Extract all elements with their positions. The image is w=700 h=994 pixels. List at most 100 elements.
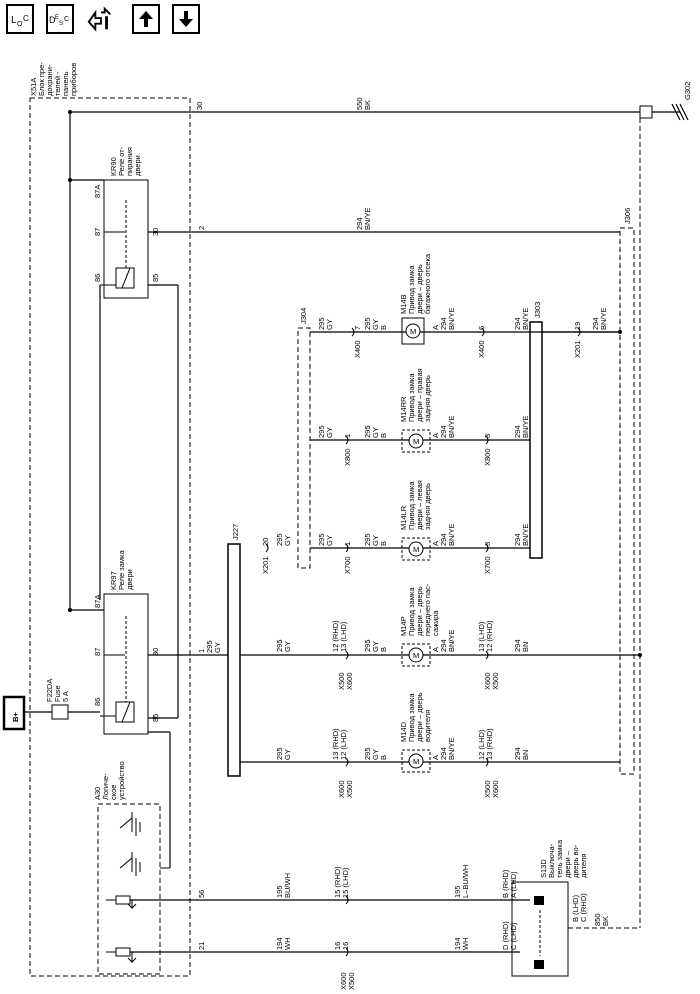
svg-text:X201: X201 (573, 340, 582, 358)
svg-text:E: E (55, 15, 59, 21)
kr97-label: KR97 Реле замка двери (109, 550, 134, 590)
svg-text:294: 294 (439, 533, 448, 546)
svg-text:A (LHD): A (LHD) (509, 871, 518, 898)
svg-text:двери – дверь: двери – дверь (415, 264, 424, 314)
relay-kr90 (103, 179, 149, 299)
svg-text:B (LHD): B (LHD) (571, 894, 580, 922)
svg-text:86: 86 (93, 274, 102, 282)
svg-text:Реле замка: Реле замка (117, 550, 126, 590)
svg-text:X500: X500 (337, 672, 346, 690)
svg-text:B (RHD): B (RHD) (501, 869, 510, 898)
m14rr-label: M14RR Привод замка двери – правая задняя… (399, 368, 432, 422)
arrow-down-icon (179, 11, 193, 27)
svg-text:87: 87 (93, 228, 102, 236)
svg-text:86: 86 (93, 698, 102, 706)
svg-text:195: 195 (275, 885, 284, 898)
svg-text:Блок пре-: Блок пре- (37, 62, 46, 96)
svg-text:295: 295 (363, 639, 372, 652)
svg-text:550: 550 (355, 97, 364, 110)
svg-text:S13D: S13D (539, 859, 548, 878)
svg-text:A: A (431, 755, 440, 760)
svg-text:багажного отсека: багажного отсека (423, 253, 432, 314)
svg-text:13 (LHD): 13 (LHD) (477, 621, 486, 652)
svg-text:панель: панель (61, 71, 70, 96)
svg-text:WH: WH (461, 938, 470, 951)
svg-text:BN/YE: BN/YE (521, 523, 530, 546)
up-button[interactable] (132, 4, 160, 34)
arrow-up-icon (139, 11, 153, 27)
svg-text:пирания: пирания (125, 147, 134, 176)
svg-text:294: 294 (513, 533, 522, 546)
svg-text:S: S (59, 21, 63, 27)
svg-text:X51A: X51A (29, 78, 38, 96)
battery-box (2, 695, 26, 731)
svg-text:BK: BK (601, 916, 610, 926)
svg-text:BK: BK (363, 100, 372, 110)
svg-text:19: 19 (573, 322, 582, 330)
svg-text:BN/YE: BN/YE (447, 737, 456, 760)
svg-text:O: O (17, 21, 23, 28)
svg-text:295: 295 (363, 533, 372, 546)
loc-button[interactable]: L O C (6, 4, 34, 34)
svg-text:16: 16 (341, 942, 350, 950)
flow-button[interactable] (86, 4, 114, 34)
svg-text:M: M (413, 651, 419, 660)
svg-text:56: 56 (197, 890, 206, 898)
flow-icon (87, 6, 111, 32)
svg-text:устройство: устройство (117, 761, 126, 800)
svg-text:GY: GY (371, 641, 380, 652)
svg-text:1: 1 (343, 434, 352, 438)
svg-text:D: D (49, 15, 56, 25)
m14d-label: M14D Привод замка двери – дверь водителя (399, 692, 432, 742)
svg-text:BN/YE: BN/YE (599, 307, 608, 330)
svg-text:3: 3 (483, 542, 492, 546)
desc-button[interactable]: D E S C (46, 4, 74, 34)
svg-text:87A: 87A (93, 185, 102, 198)
svg-text:M14RR: M14RR (399, 396, 408, 422)
svg-text:Привод замка: Привод замка (407, 265, 416, 314)
m14b-label: M14B Привод замка двери – дверь багажног… (399, 253, 432, 314)
svg-text:C: C (64, 16, 69, 23)
toolbar: L O C D E S C (0, 0, 210, 44)
svg-text:GY: GY (283, 749, 292, 760)
svg-text:A: A (431, 647, 440, 652)
svg-text:294: 294 (513, 425, 522, 438)
svg-text:GY: GY (283, 641, 292, 652)
down-button[interactable] (172, 4, 200, 34)
svg-text:85: 85 (151, 274, 160, 282)
svg-text:294: 294 (439, 425, 448, 438)
svg-text:3: 3 (483, 434, 492, 438)
svg-text:BN/YE: BN/YE (447, 415, 456, 438)
svg-text:295: 295 (317, 425, 326, 438)
svg-text:294: 294 (439, 747, 448, 760)
svg-text:5 A: 5 A (61, 691, 70, 702)
svg-text:двери – левая: двери – левая (415, 480, 424, 530)
svg-text:KR90: KR90 (109, 157, 118, 176)
svg-text:15 (RHD): 15 (RHD) (333, 866, 342, 898)
svg-text:295: 295 (275, 639, 284, 652)
svg-text:C: C (23, 14, 29, 23)
svg-text:X800: X800 (483, 448, 492, 466)
svg-text:X600: X600 (483, 672, 492, 690)
svg-text:13 (RHD): 13 (RHD) (331, 728, 340, 760)
svg-text:294: 294 (355, 217, 364, 230)
svg-text:двери –: двери – (563, 850, 572, 878)
svg-text:BU/WH: BU/WH (283, 873, 292, 898)
loc-icon: L O C (11, 14, 29, 28)
svg-text:двери: двери (133, 155, 142, 176)
svg-text:30: 30 (151, 648, 160, 656)
svg-text:J303: J303 (533, 302, 542, 318)
svg-text:21: 21 (197, 942, 206, 950)
svg-text:двери – правая: двери – правая (415, 368, 424, 422)
svg-text:GY: GY (371, 319, 380, 330)
switch-s13d (511, 881, 569, 977)
svg-text:X600: X600 (339, 972, 348, 990)
svg-text:двери: двери (125, 569, 134, 590)
svg-text:X800: X800 (343, 448, 352, 466)
svg-text:сажира: сажира (431, 610, 440, 636)
svg-text:J304: J304 (299, 308, 308, 324)
svg-text:дохрани-: дохрани- (45, 64, 54, 96)
desc-icon: D E S C (49, 15, 69, 27)
svg-text:X500: X500 (347, 972, 356, 990)
